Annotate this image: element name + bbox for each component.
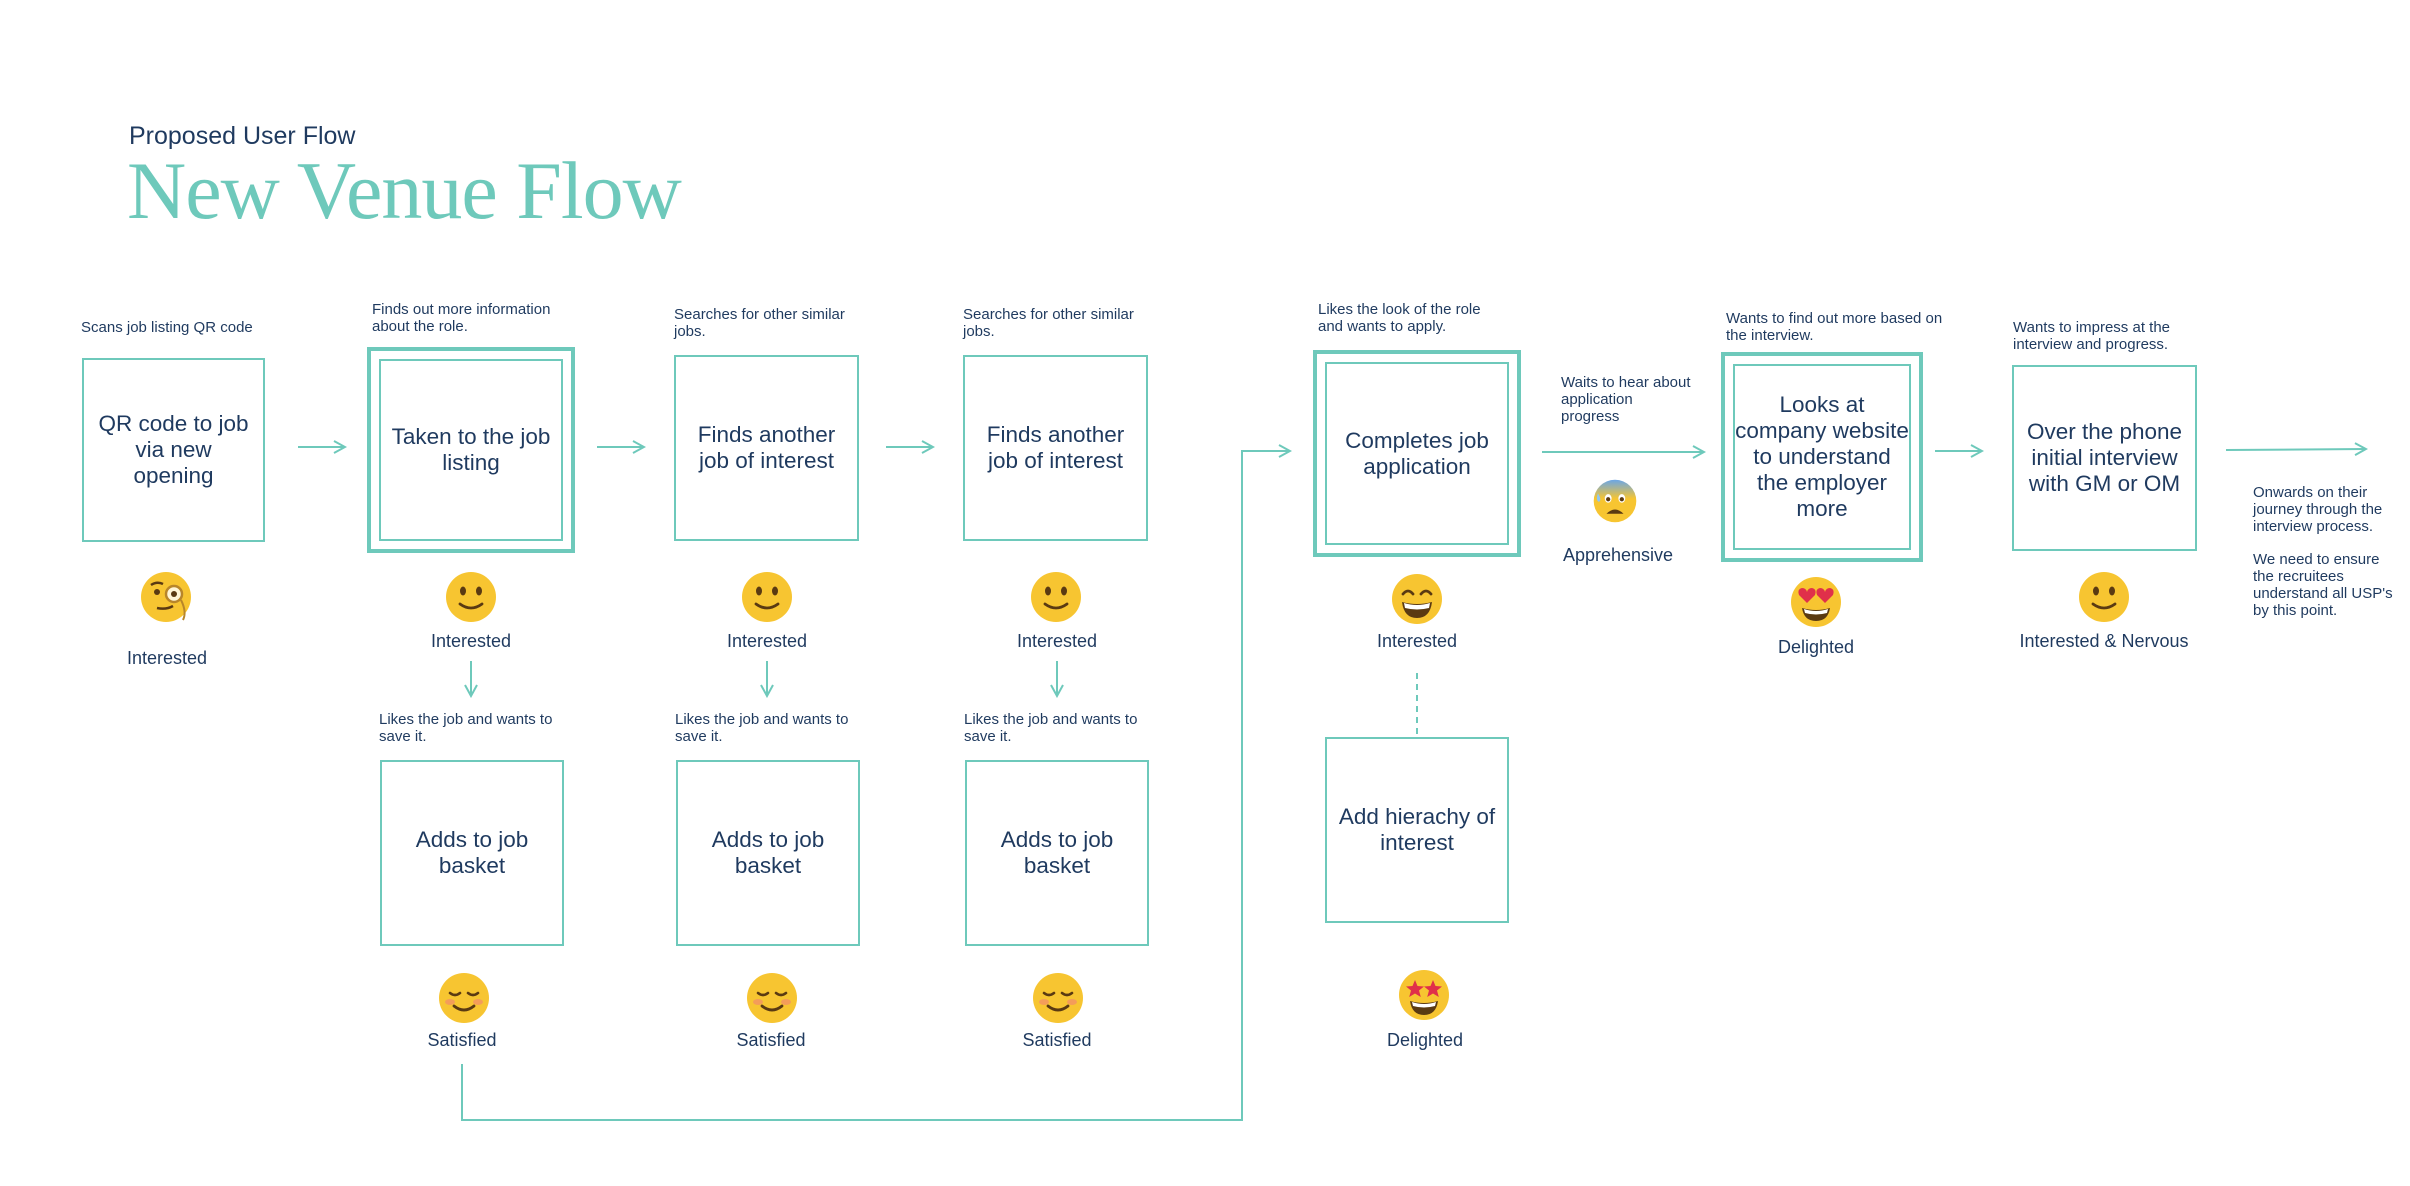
basket-mood-1: Satisfied [427, 1030, 497, 1050]
slightly-smiling-face-icon [1031, 572, 1081, 622]
heart-eyes-face-icon [1791, 577, 1841, 627]
outro-line-2: We need to ensure the recruitees underst… [2253, 551, 2393, 619]
step-note-7: Wants to impress at the interview and pr… [2013, 319, 2171, 353]
step-label-4: Finds another job of interest [986, 422, 1125, 473]
star-struck-face-icon [1399, 970, 1449, 1020]
smiling-face-icon [439, 973, 489, 1023]
hierarchy-label: Add hierachy of interest [1338, 804, 1496, 855]
basket-box-1: Adds to job basket [380, 760, 564, 946]
return-path-to-application [461, 451, 1290, 1121]
step-box-completes-application: Completes job application [1313, 350, 1521, 557]
page-title: New Venue Flow [127, 145, 682, 236]
basket-note-1: Likes the job and wants to save it. [379, 711, 553, 745]
mood-label-2: Interested [430, 631, 512, 651]
smiling-face-icon [1033, 973, 1083, 1023]
basket-note-2: Likes the job and wants to save it. [675, 711, 849, 745]
step-label-5: Completes job application [1345, 427, 1489, 479]
mood-label-6: Delighted [1777, 637, 1855, 657]
step-label-1: QR code to job via new opening [98, 411, 249, 488]
step-box-company-website: Looks at company website to understand t… [1721, 352, 1923, 562]
slightly-smiling-face-icon [742, 572, 792, 622]
slightly-smiling-face-icon [446, 572, 496, 622]
step-box-job-listing: Taken to the job listing [367, 347, 575, 553]
step-box-qr-code: QR code to job via new opening [82, 358, 265, 542]
basket-label-2: Adds to job basket [711, 827, 825, 878]
step-note-6: Wants to find out more based on the inte… [1726, 310, 1943, 344]
hierarchy-box: Add hierachy of interest [1325, 737, 1509, 923]
step-box-phone-interview: Over the phone initial interview with GM… [2012, 365, 2197, 551]
basket-mood-3: Satisfied [1022, 1030, 1092, 1050]
slightly-smiling-face-icon [2079, 572, 2129, 622]
page-subtitle: Proposed User Flow [129, 122, 356, 150]
step-note-3: Searches for other similar jobs. [674, 306, 845, 340]
basket-label-1: Adds to job basket [415, 827, 529, 878]
outro-line-1: Onwards on their journey through the int… [2253, 484, 2383, 535]
basket-box-2: Adds to job basket [676, 760, 860, 946]
hierarchy-mood: Delighted [1386, 1030, 1464, 1050]
waiting-note: Waits to hear about application progress [1561, 374, 1691, 425]
mood-label-5: Interested [1376, 631, 1458, 651]
step-note-1: Scans job listing QR code [81, 319, 253, 336]
basket-note-3: Likes the job and wants to save it. [964, 711, 1138, 745]
smiling-face-icon [747, 973, 797, 1023]
mood-label-4: Interested [1016, 631, 1098, 651]
mood-label-7: Interested & Nervous [2019, 631, 2189, 651]
basket-mood-2: Satisfied [736, 1030, 806, 1050]
step-note-4: Searches for other similar jobs. [963, 306, 1134, 340]
anxious-face-with-sweat-icon [1593, 479, 1637, 523]
arrow-interview-onwards [2225, 449, 2366, 450]
basket-label-3: Adds to job basket [1000, 827, 1114, 878]
step-note-5: Likes the look of the role and wants to … [1318, 301, 1481, 335]
step-label-6: Looks at company website to understand t… [1735, 392, 1909, 521]
step-label-7: Over the phone initial interview with GM… [2026, 419, 2183, 496]
mood-label-3: Interested [726, 631, 808, 651]
step-note-2: Finds out more information about the rol… [372, 301, 551, 335]
grinning-face-icon [1392, 574, 1442, 624]
step-label-3: Finds another job of interest [697, 422, 836, 473]
step-label-2: Taken to the job listing [391, 424, 551, 475]
step-box-another-job-2: Finds another job of interest [963, 355, 1148, 541]
waiting-mood: Apprehensive [1562, 545, 1674, 565]
mood-label-1: Interested [126, 648, 208, 668]
basket-box-3: Adds to job basket [965, 760, 1149, 946]
step-box-another-job-1: Finds another job of interest [674, 355, 859, 541]
face-with-monocle-icon [141, 572, 191, 622]
